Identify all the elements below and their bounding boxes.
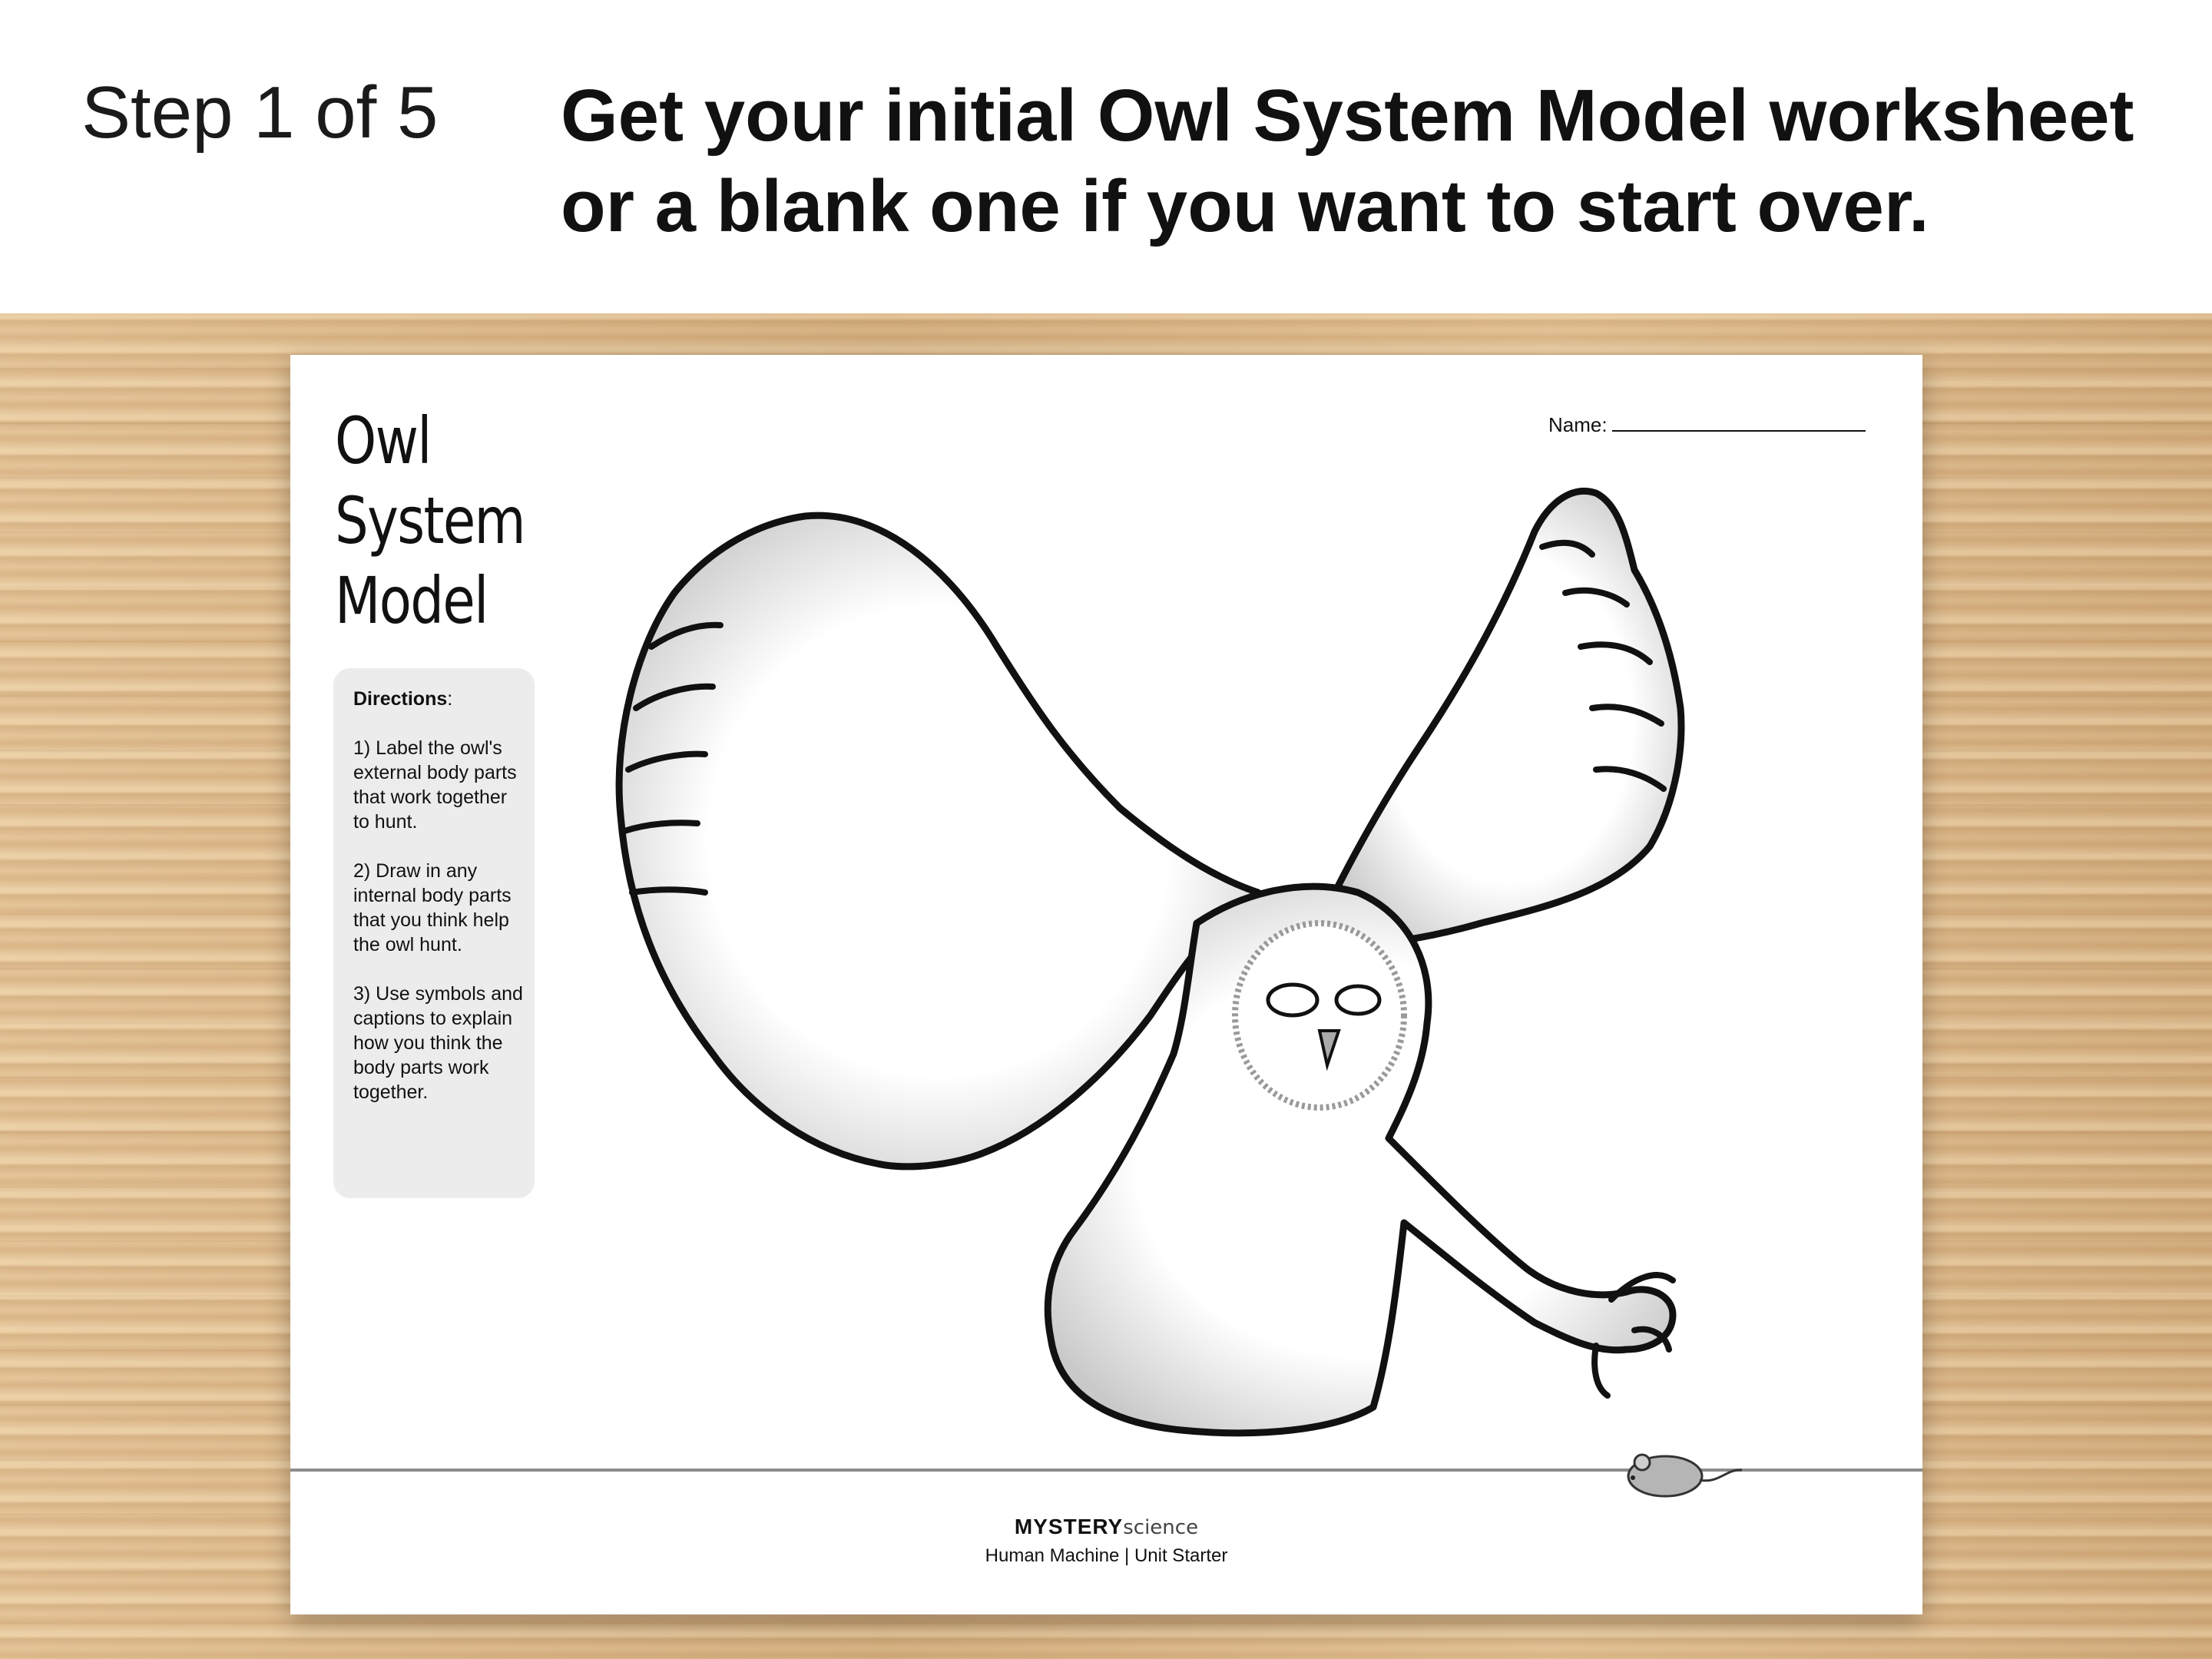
mouse-illustration xyxy=(1627,1453,1743,1498)
instruction-text: Get your initial Owl System Model worksh… xyxy=(561,71,2174,252)
step-indicator: Step 1 of 5 xyxy=(81,71,439,154)
title-line-1: Owl xyxy=(335,403,432,478)
owl-body xyxy=(1044,882,1677,1437)
direction-item-2: 2) Draw in any internal body parts that … xyxy=(353,860,512,955)
owl-talons xyxy=(1591,1272,1676,1399)
right-wing xyxy=(1331,487,1685,950)
footer-brand: MYSTERYscience xyxy=(290,1515,1922,1539)
name-label: Name: xyxy=(1548,413,1608,436)
directions-heading: Directions: xyxy=(353,688,453,710)
instruction-line-2: or a blank one if you want to start over… xyxy=(561,165,1929,247)
footer-subtitle: Human Machine | Unit Starter xyxy=(985,1545,1228,1566)
worksheet-title: Owl System Model xyxy=(335,401,526,641)
worksheet-page: Owl System Model Name: Directions: 1) La… xyxy=(290,355,1922,1614)
owl-face xyxy=(1232,920,1407,1111)
title-line-2: System xyxy=(335,483,526,558)
directions-box: Directions: 1) Label the owl's external … xyxy=(333,668,535,1198)
title-line-3: Model xyxy=(335,563,488,638)
brand-science: science xyxy=(1123,1516,1199,1539)
instruction-line-1: Get your initial Owl System Model worksh… xyxy=(561,75,2134,157)
left-wing xyxy=(615,512,1262,1171)
brand-mystery: MYSTERY xyxy=(1014,1515,1124,1538)
name-field: Name: xyxy=(1548,413,1866,437)
direction-item-3: 3) Use symbols and captions to explain h… xyxy=(353,983,523,1103)
direction-item-1: 1) Label the owl's external body parts t… xyxy=(353,737,517,833)
owl-illustration xyxy=(615,487,1685,1437)
name-underline xyxy=(1611,413,1866,432)
ground-line xyxy=(290,1469,1922,1472)
header-bar: Step 1 of 5 Get your initial Owl System … xyxy=(0,0,2212,313)
